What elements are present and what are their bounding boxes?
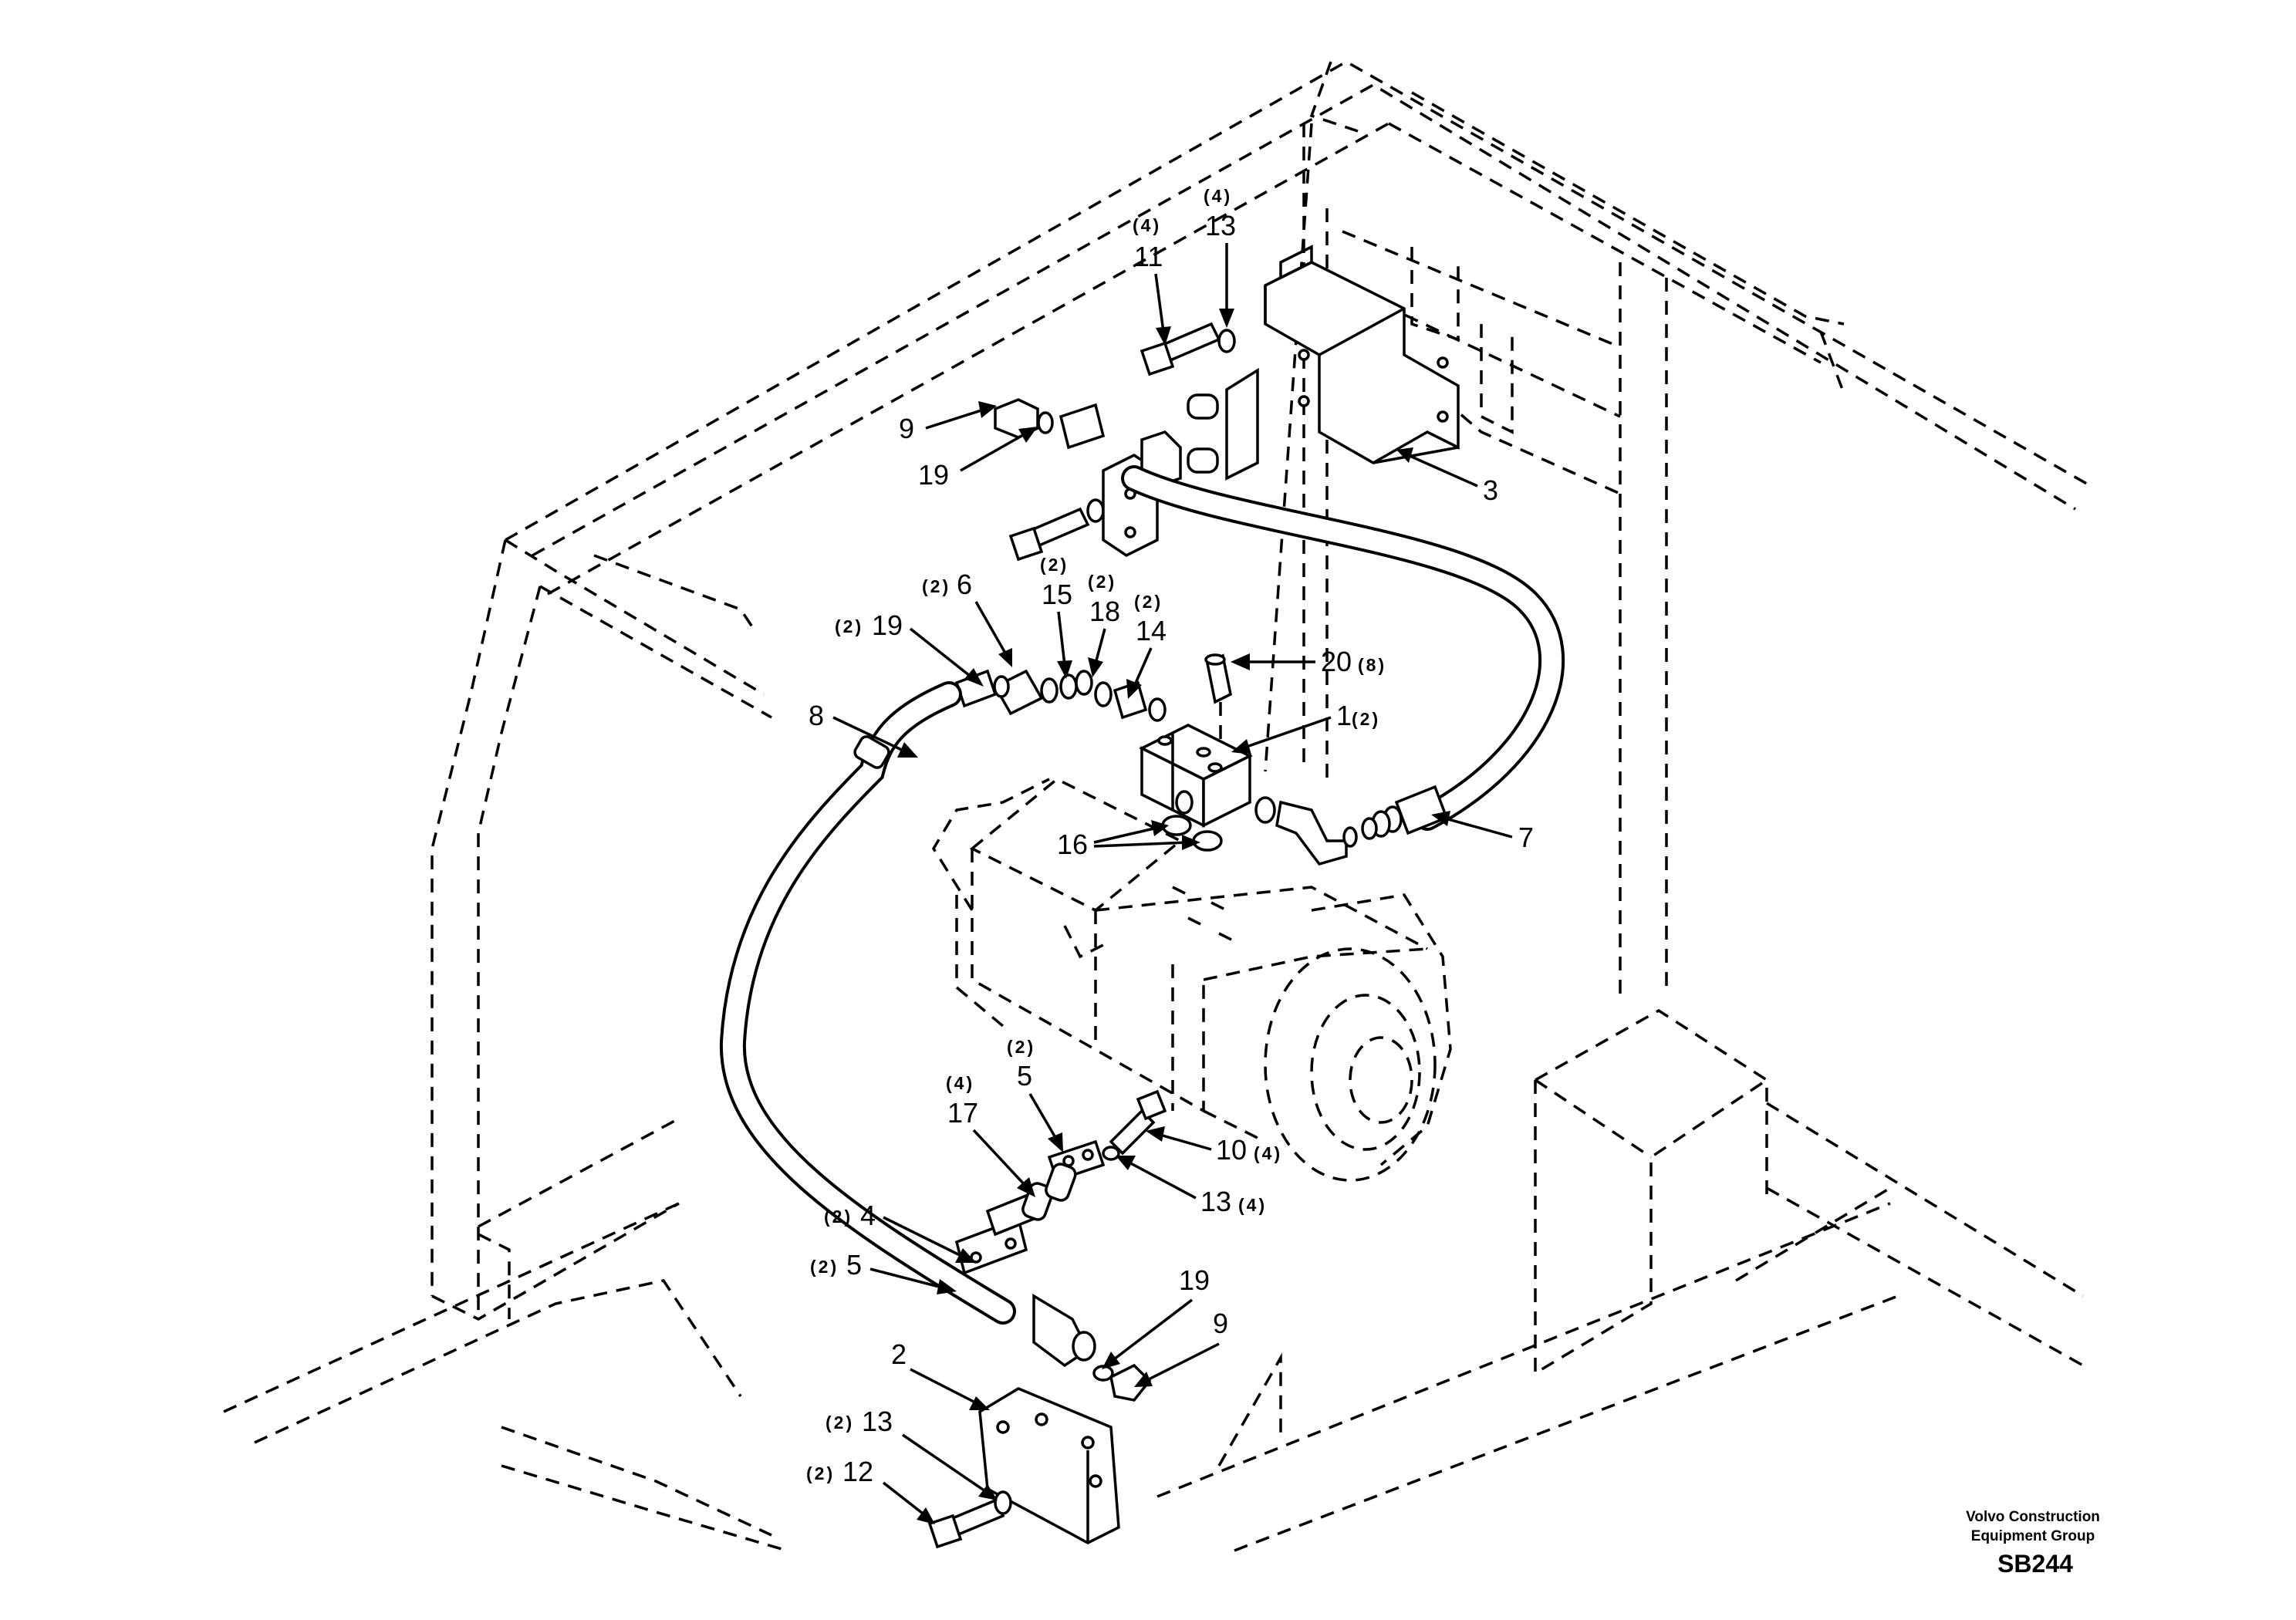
callout-label: 4 — [860, 1200, 876, 1231]
callout-13-mid: 13 (4) — [1116, 1156, 1267, 1217]
callout-label: 19 — [872, 609, 903, 641]
callout-qty: (4) — [1254, 1143, 1282, 1163]
caption-line-2: Equipment Group — [1971, 1528, 2095, 1544]
callout-label: 10 — [1216, 1134, 1247, 1166]
callout-19-mid: (2) 19 — [835, 609, 984, 687]
callout-qty: (2) — [1352, 709, 1380, 729]
callout-5-lower: (2) 5 — [810, 1249, 957, 1294]
callout-label: 14 — [1136, 615, 1167, 646]
callout-label: 17 — [947, 1097, 978, 1129]
callout-qty: (2) — [806, 1463, 835, 1483]
callout-label: 16 — [1057, 829, 1088, 860]
callout-10: 10 (4) — [1146, 1126, 1282, 1166]
o-rings-16 — [1161, 815, 1223, 852]
callout-qty: (4) — [1238, 1195, 1267, 1215]
callout-label: 18 — [1089, 596, 1120, 627]
callout-7: 7 — [1431, 811, 1534, 853]
callout-qty: (8) — [1358, 655, 1386, 675]
callout-label: 1 — [1336, 700, 1352, 731]
callout-6: (2) 6 — [922, 569, 1012, 667]
hose-8 — [719, 681, 1016, 1325]
motor-block — [931, 777, 1452, 1182]
callout-17: (4) 17 — [946, 1073, 1035, 1197]
callout-19-lower: 19 — [1102, 1264, 1210, 1369]
lower-fittings — [1032, 1293, 1152, 1402]
bracket-3 — [1187, 245, 1460, 481]
callout-label: 20 — [1321, 646, 1352, 677]
callout-label: 5 — [846, 1249, 862, 1281]
callout-label: 9 — [1213, 1308, 1228, 1339]
callout-qty: (2) — [824, 1207, 853, 1227]
callout-label: 11 — [1134, 241, 1163, 272]
callout-14: (2) 14 — [1126, 592, 1167, 699]
hose-7 — [1121, 465, 1565, 840]
machine-frame — [223, 59, 2092, 1552]
callout-label: 9 — [899, 413, 914, 444]
callout-4: (2) 4 — [824, 1200, 976, 1263]
callout-16: 16 — [1057, 820, 1200, 860]
callout-9-top: 9 — [899, 401, 997, 444]
callout-label: 15 — [1042, 579, 1072, 610]
callout-qty: (2) — [1134, 592, 1163, 612]
callout-label: 19 — [1179, 1264, 1210, 1296]
callout-15: (2) 15 — [1040, 555, 1072, 679]
callout-qty: (2) — [1088, 572, 1116, 592]
callout-5-upper: (2) 5 — [1007, 1037, 1063, 1153]
manifold-block-1 — [1139, 653, 1253, 828]
callout-qty: (2) — [1007, 1037, 1035, 1057]
callout-1: 1 (2) — [1231, 700, 1380, 754]
callout-3: 3 — [1396, 447, 1498, 506]
callouts: 9 19 (4) 11 (4) 13 3 ( — [806, 186, 1534, 1524]
callout-qty: (2) — [922, 576, 950, 596]
callout-12: (2) 12 — [806, 1456, 935, 1524]
callout-qty: (2) — [810, 1257, 839, 1277]
caption-line-1: Volvo Construction — [1966, 1509, 2100, 1525]
callout-qty: (2) — [826, 1412, 854, 1433]
callout-9-lower: 9 — [1134, 1308, 1228, 1387]
callout-label: 13 — [1205, 210, 1236, 241]
callout-label: 12 — [842, 1456, 873, 1487]
callout-2: 2 — [891, 1338, 990, 1410]
callout-qty: (2) — [835, 616, 863, 636]
plate-2 — [927, 1387, 1120, 1549]
caption: Volvo Construction Equipment Group SB244 — [1966, 1509, 2100, 1578]
callout-qty: (4) — [946, 1073, 974, 1093]
bolt-11 — [1140, 322, 1236, 376]
callout-qty: (4) — [1133, 215, 1161, 235]
callout-19-top: 19 — [918, 427, 1038, 491]
callout-11: (4) 11 — [1133, 215, 1171, 346]
callout-qty: (4) — [1204, 186, 1232, 206]
callout-label: 2 — [891, 1338, 907, 1370]
callout-label: 13 — [862, 1406, 893, 1437]
callout-18: (2) 18 — [1088, 572, 1120, 677]
callout-20: 20 (8) — [1231, 646, 1386, 677]
callout-label: 8 — [809, 700, 824, 731]
callout-label: 3 — [1483, 474, 1498, 506]
fittings-6-15-18-14 — [954, 669, 1167, 722]
diagram-reference: SB244 — [1997, 1550, 2073, 1578]
callout-label: 13 — [1200, 1186, 1231, 1217]
callout-label: 5 — [1017, 1060, 1032, 1092]
lower-clamps — [954, 1089, 1167, 1275]
callout-qty: (2) — [1040, 555, 1069, 575]
callout-13-bottom: (2) 13 — [826, 1406, 998, 1500]
bolt-lower-top — [1008, 498, 1105, 562]
elbow-fitting-right — [1254, 796, 1358, 866]
callout-label: 7 — [1518, 822, 1534, 853]
callout-8: 8 — [809, 700, 918, 758]
callout-label: 19 — [918, 459, 949, 491]
callout-13-top: (4) 13 — [1204, 186, 1236, 328]
callout-label: 6 — [957, 569, 972, 600]
